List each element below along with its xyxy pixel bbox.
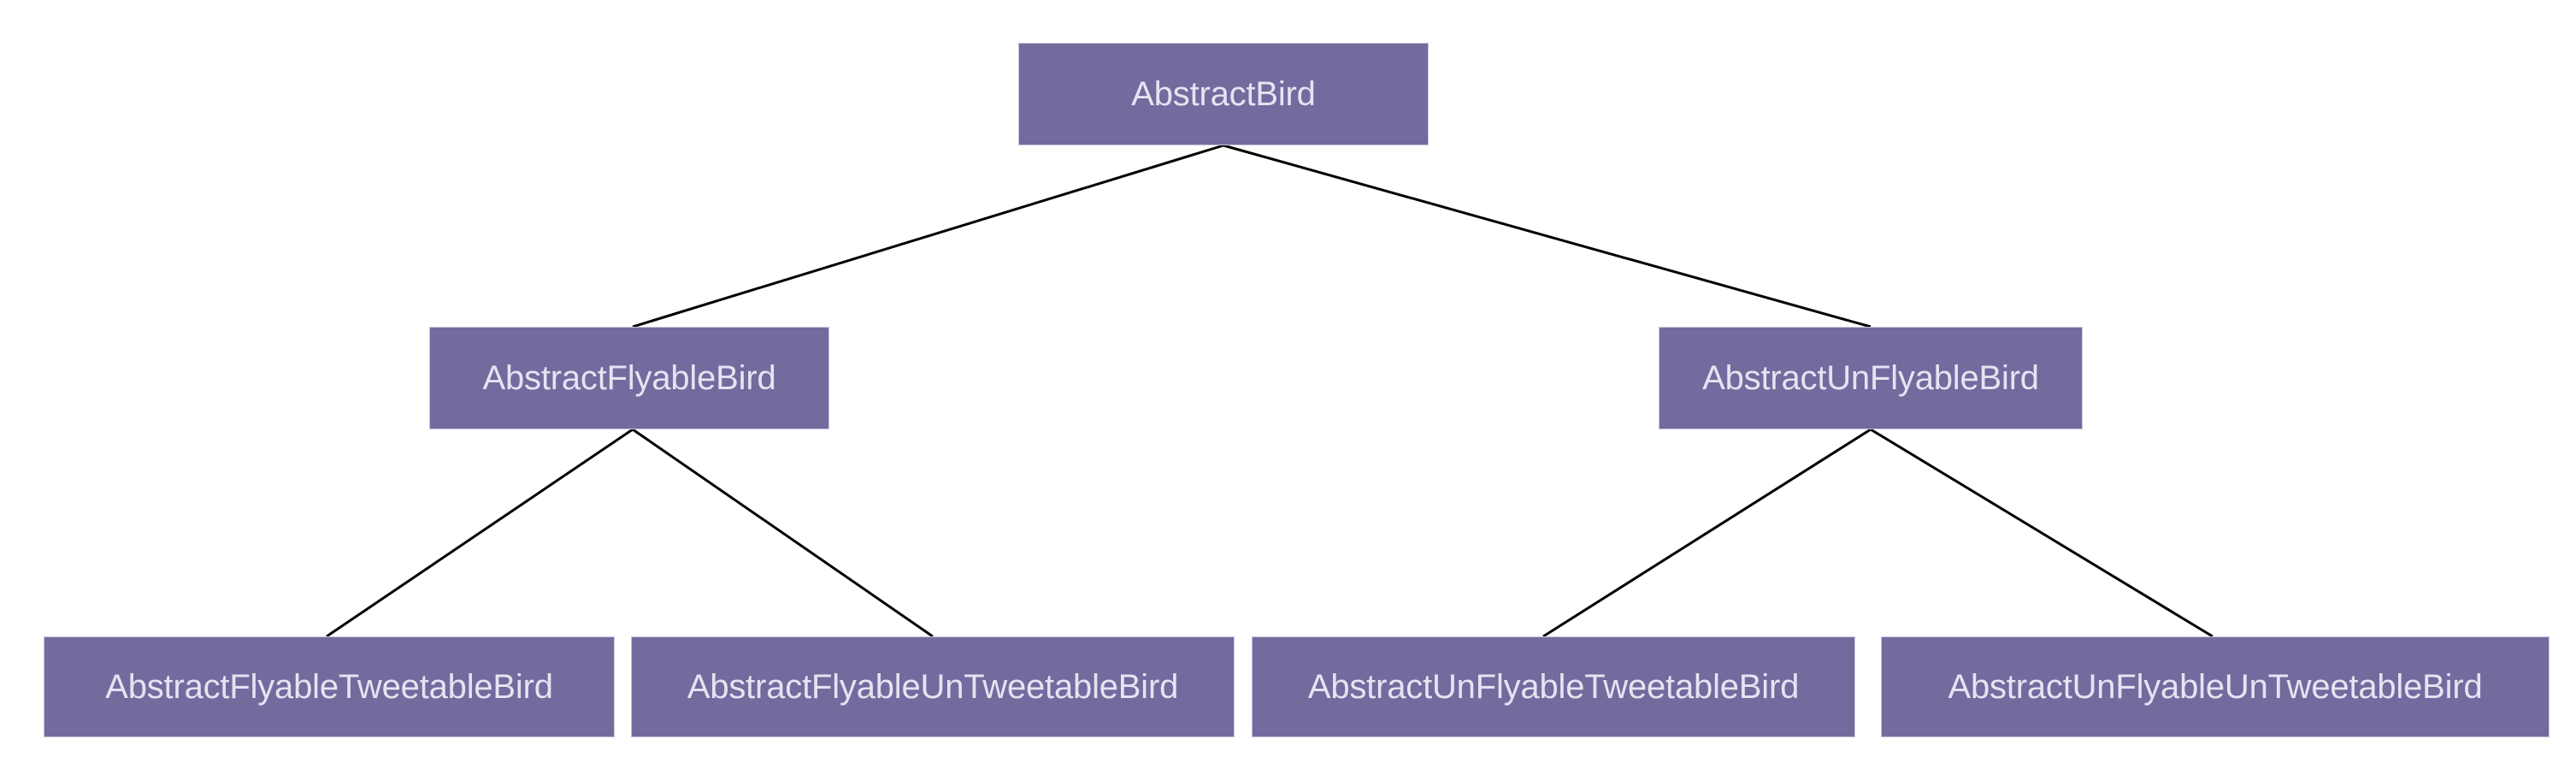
node-flyable-untweetable[interactable]: AbstractFlyableUnTweetableBird — [631, 636, 1235, 737]
node-root[interactable]: AbstractBird — [1018, 43, 1429, 145]
node-label: AbstractUnFlyableUnTweetableBird — [1948, 668, 2483, 706]
edge-flyable-to-flyable-tweetable — [326, 428, 634, 638]
edge-root-to-unflyable — [1223, 144, 1872, 328]
node-label: AbstractFlyableUnTweetableBird — [687, 668, 1179, 706]
edge-unflyable-to-unflyable-untweetable — [1870, 428, 2213, 638]
node-label: AbstractBird — [1131, 75, 1316, 113]
node-unflyable-tweetable[interactable]: AbstractUnFlyableTweetableBird — [1252, 636, 1855, 737]
node-label: AbstractFlyableBird — [482, 359, 776, 397]
node-flyable-tweetable[interactable]: AbstractFlyableTweetableBird — [44, 636, 615, 737]
edge-root-to-flyable — [632, 144, 1224, 328]
node-label: AbstractFlyableTweetableBird — [105, 668, 553, 706]
node-unflyable[interactable]: AbstractUnFlyableBird — [1659, 327, 2083, 429]
node-flyable[interactable]: AbstractFlyableBird — [429, 327, 829, 429]
node-label: AbstractUnFlyableTweetableBird — [1307, 668, 1800, 706]
node-label: AbstractUnFlyableBird — [1702, 359, 2039, 397]
edge-unflyable-to-unflyable-tweetable — [1542, 428, 1872, 638]
edge-flyable-to-flyable-untweetable — [632, 428, 934, 638]
node-unflyable-untweetable[interactable]: AbstractUnFlyableUnTweetableBird — [1881, 636, 2549, 737]
